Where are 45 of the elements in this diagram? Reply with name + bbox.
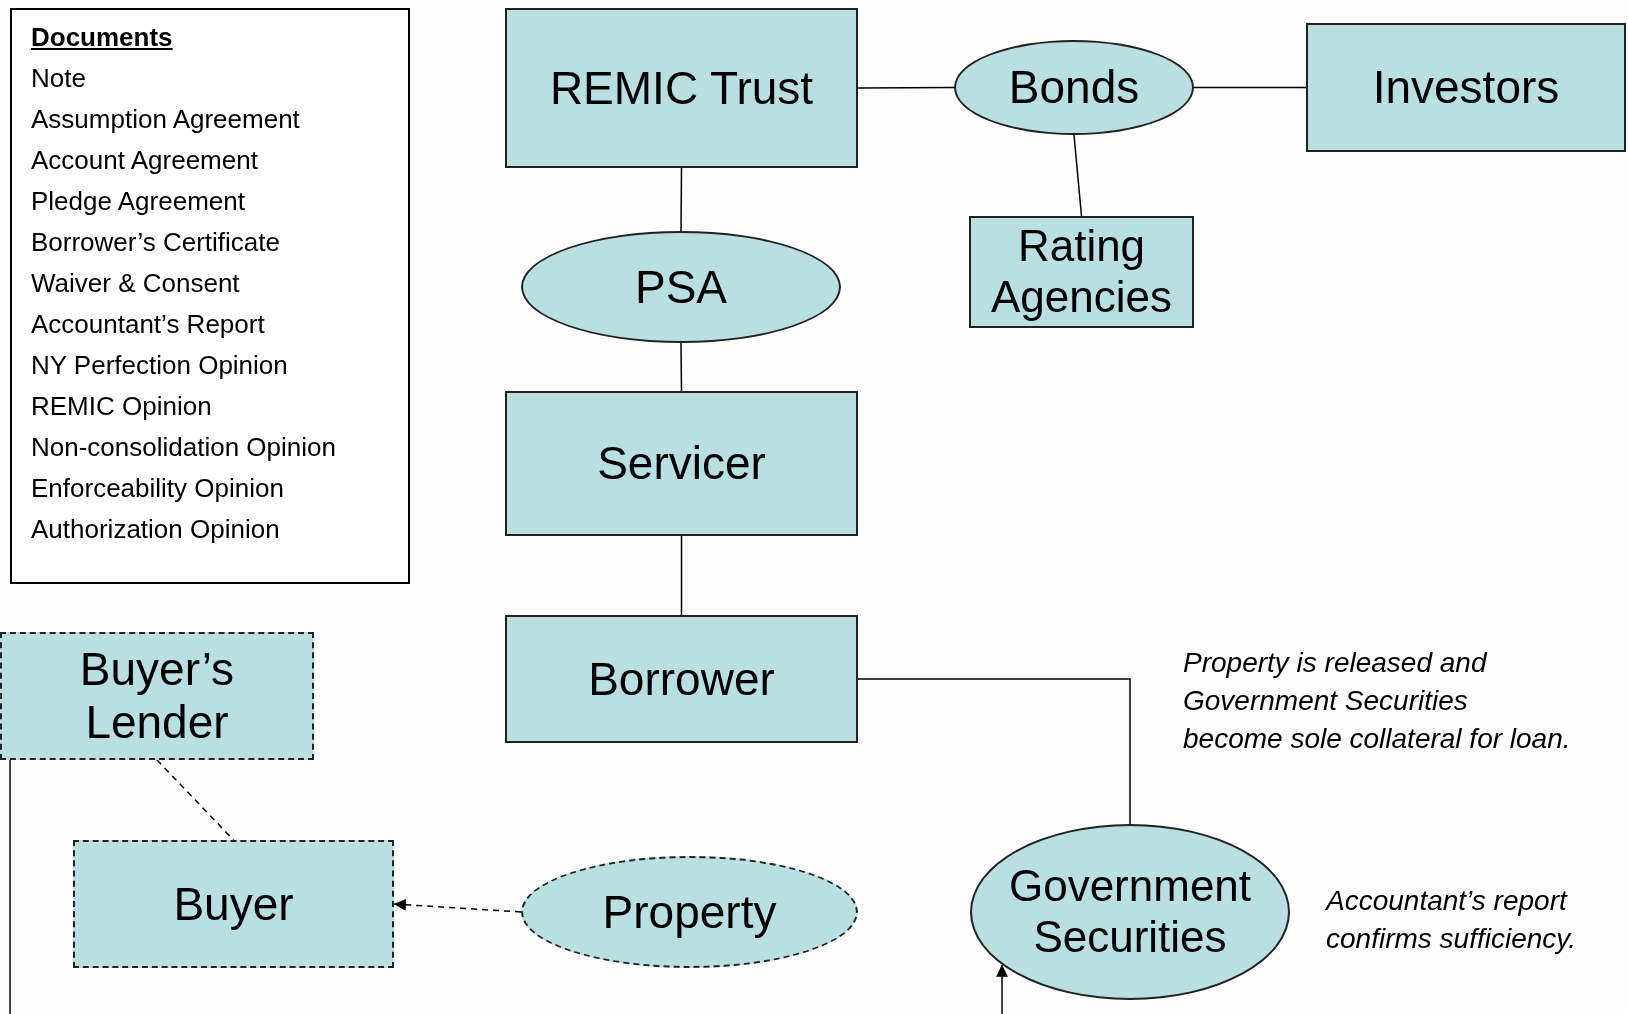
list-item: Assumption Agreement (31, 103, 300, 136)
note-text: Property is released and Government Securities become sole collateral for loan. (1183, 646, 1572, 756)
node-label: Investors (1371, 61, 1561, 114)
list-heading: Documents (31, 21, 173, 54)
list-item: Waiver & Consent (31, 267, 240, 300)
connector-line (9, 759, 11, 1014)
arrow (996, 964, 1008, 1014)
connector-line (857, 86, 955, 89)
process-box (969, 216, 1194, 328)
connector-line (857, 678, 1131, 825)
list-item: Account Agreement (31, 144, 258, 177)
list-item: Accountant’s Report (31, 308, 265, 341)
connector-line (1193, 86, 1307, 89)
note-text: Accountant’s report confirms sufficiency. (1326, 884, 1576, 956)
node-label: Government Securities (1007, 861, 1253, 963)
list-item: Note (31, 62, 86, 95)
node-label: Property (601, 885, 778, 939)
list-item: NY Perfection Opinion (31, 349, 288, 382)
node-label: Buyer (172, 877, 295, 931)
node-label: Buyer’s Lender (78, 643, 236, 749)
node-label: REMIC Trust (548, 61, 815, 115)
process-box (1306, 23, 1626, 152)
arrow (393, 898, 522, 913)
connector-line (1073, 134, 1083, 217)
process-box (0, 632, 314, 760)
node-label: Rating Agencies (990, 221, 1173, 323)
node-label: Servicer (596, 437, 767, 490)
connector-line (680, 342, 683, 392)
document-list-box (10, 8, 410, 584)
list-item: Enforceability Opinion (31, 472, 284, 505)
process-box (505, 615, 858, 743)
list-item: Borrower’s Certificate (31, 226, 280, 259)
list-item: Pledge Agreement (31, 185, 245, 218)
process-box (505, 391, 858, 536)
list-item: Authorization Opinion (31, 513, 280, 546)
connector-line (680, 167, 683, 232)
connector-line (680, 535, 683, 616)
node-label: Bonds (1007, 61, 1141, 114)
node-label: Borrower (587, 652, 776, 706)
process-box (73, 840, 394, 968)
list-item: REMIC Opinion (31, 390, 212, 423)
node-label: PSA (633, 260, 728, 314)
list-item: Non-consolidation Opinion (31, 431, 336, 464)
process-box (505, 8, 858, 168)
connector-line (156, 759, 235, 841)
